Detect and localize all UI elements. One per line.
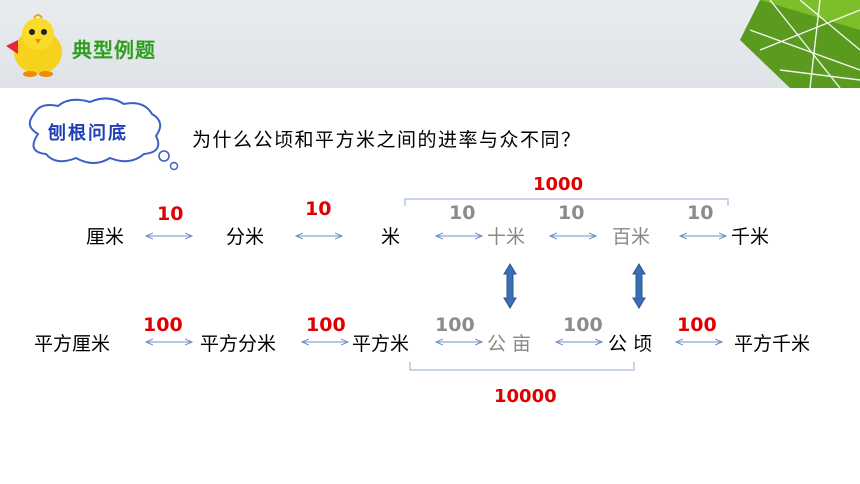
area-rate-3: 100 <box>435 314 475 336</box>
chick-mascot-icon <box>6 14 62 77</box>
area-rate-1: 100 <box>143 314 183 336</box>
unit-sq-dm: 平方分米 <box>200 333 277 355</box>
unit-dam: 十米 <box>487 226 526 248</box>
length-rate-4: 10 <box>558 202 585 224</box>
length-rate-3: 10 <box>449 202 476 224</box>
unit-hm: 百米 <box>612 226 651 248</box>
unit-are: 公 亩 <box>487 333 532 355</box>
question-text: 为什么公顷和平方米之间的进率与众不同？ <box>192 129 582 151</box>
length-span-total: 1000 <box>533 174 584 195</box>
length-rate-1: 10 <box>157 203 184 225</box>
area-rate-2: 100 <box>306 314 346 336</box>
area-span-bracket <box>409 362 635 371</box>
page-title: 典型例题 <box>72 38 156 62</box>
length-rate-2: 10 <box>305 198 332 220</box>
unit-sq-m: 平方米 <box>352 333 410 355</box>
vertical-link-arrows <box>503 263 646 309</box>
header-bar: 典型例题 <box>0 0 860 88</box>
unit-m: 米 <box>381 226 401 248</box>
unit-km: 千米 <box>731 226 770 248</box>
callout-label: 刨根问底 <box>48 123 128 144</box>
unit-hectare: 公 顷 <box>608 333 653 355</box>
length-rate-5: 10 <box>687 202 714 224</box>
area-rate-4: 100 <box>563 314 603 336</box>
thought-cloud-icon <box>28 97 179 171</box>
unit-sq-km: 平方千米 <box>734 333 811 355</box>
area-rate-5: 100 <box>677 314 717 336</box>
green-decoration-graphic <box>740 0 860 88</box>
unit-dm: 分米 <box>226 226 265 248</box>
area-span-total: 10000 <box>494 386 557 407</box>
unit-sq-cm: 平方厘米 <box>34 333 111 355</box>
unit-cm: 厘米 <box>86 226 125 248</box>
